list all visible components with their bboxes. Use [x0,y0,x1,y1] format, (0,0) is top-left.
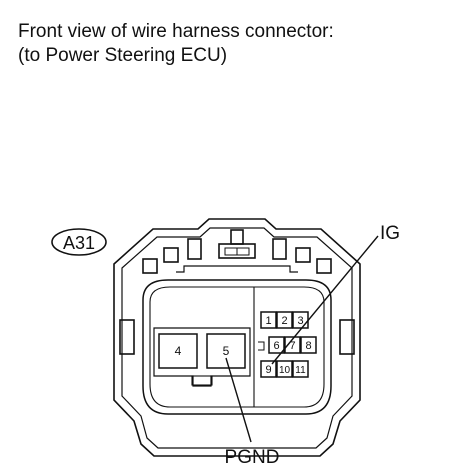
pin-4-label: 4 [175,344,182,358]
top-slot-4 [272,238,287,260]
housing-top-rib [176,265,298,273]
pin-2-label: 2 [281,315,287,327]
pin-1-terminal [260,311,277,329]
connector-housing [113,218,361,457]
connector-code-oval [51,228,107,256]
top-slot-2 [163,247,179,263]
pin-6-label: 6 [273,340,279,352]
caption-line-1: Front view of wire harness connector: [18,21,334,42]
pin-7-label: 7 [289,340,295,352]
pin-11-label: 11 [295,365,306,376]
pin-7-terminal [284,336,301,354]
terminal-face-outline [142,279,332,415]
pin-9-label: 9 [265,364,271,376]
housing-inner-outline [121,227,353,449]
lock-tab-top [230,229,244,245]
pin-3-label: 3 [297,315,303,327]
diagram-caption: Front view of wire harness connector: (t… [18,20,334,68]
pin-6-terminal [268,336,285,354]
housing-outline [113,218,361,457]
pin-10-label: 10 [279,365,291,376]
connector-code-label: A31 [63,233,95,253]
caption-line-2: (to Power Steering ECU) [18,45,228,66]
terminal-face [142,279,332,415]
ig-leader-line [271,235,379,365]
callout-leaders [225,235,379,443]
pgnd-leader-line [225,357,252,443]
pin-5-label: 5 [223,344,230,358]
left-latch [119,319,135,355]
pin-5-terminal [206,333,246,369]
ig-callout-label: IG [380,223,400,244]
pin-labels: 4 5 1 2 3 6 7 8 9 10 11 [175,315,312,376]
right-latch [339,319,355,355]
top-slot-5 [295,247,311,263]
pin-1-label: 1 [265,315,271,327]
connector-code-badge: A31 [51,228,107,256]
pin-9-terminal [260,360,277,378]
power-cavity-frame [153,327,251,387]
terminal-face-inner [149,286,325,408]
pin-10-terminal [276,360,293,378]
pin-8-terminal [300,336,317,354]
pin-11-terminal [292,360,309,378]
pin-8-label: 8 [305,340,311,352]
power-cavity-key [191,375,213,386]
top-slot-3 [187,238,202,260]
top-slot-6 [316,258,332,274]
pin-2-terminal [276,311,293,329]
signal-key-notch [258,341,265,351]
top-slot-1 [142,258,158,274]
pin-4-terminal [158,333,198,369]
pgnd-callout-label: PGND [225,447,280,468]
